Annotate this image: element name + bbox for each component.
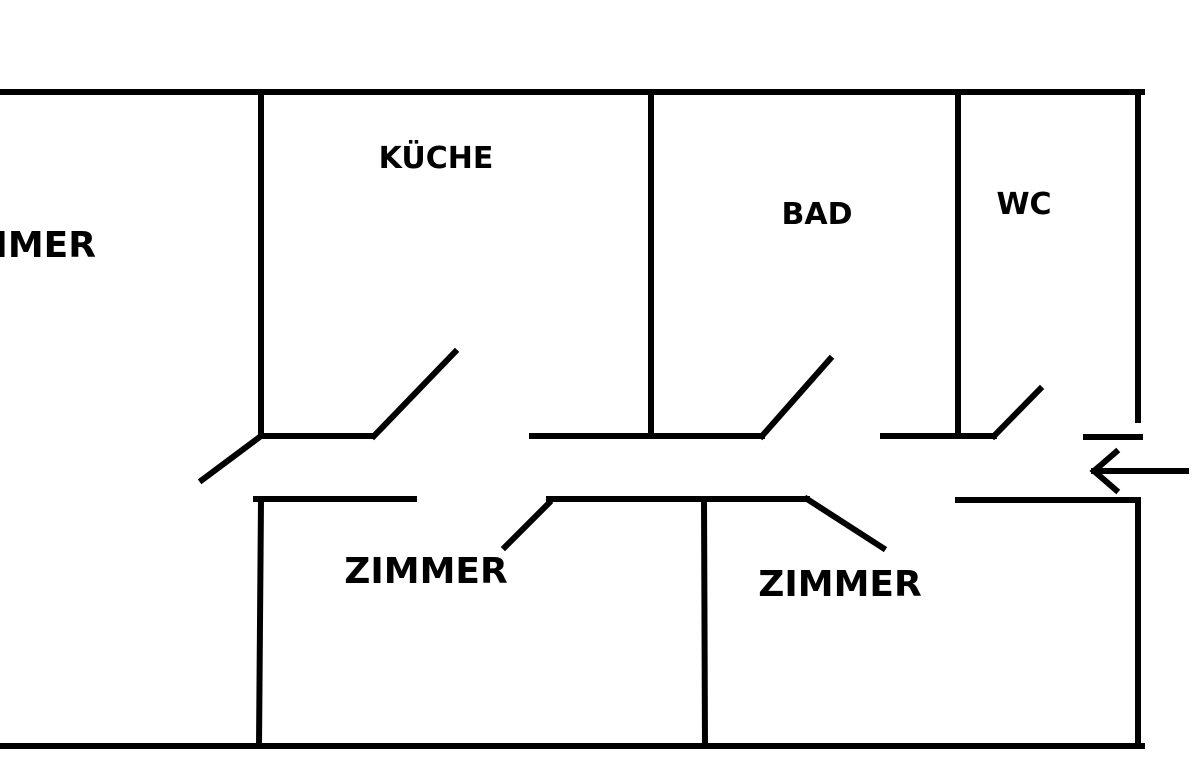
room-label-left: IMMER [0,225,96,266]
door-kitchen [369,347,460,441]
doors [197,347,1045,553]
room-label-lower-left: ZIMMER [344,551,507,592]
door-room-lower-right [802,494,888,553]
door-left-room [197,431,266,485]
arrow-left-icon [1089,447,1189,495]
door-wc [989,384,1045,441]
room-label-lower-right: ZIMMER [758,564,921,605]
wall-between-rooms [700,496,709,750]
room-label-wc: WC [996,187,1051,222]
wall-lower-left [255,496,265,750]
outer-walls [0,89,1145,749]
door-room-lower-left [500,498,554,552]
hallway-upper-walls [258,433,1143,440]
hallway-lower-walls [253,496,1141,503]
room-label-bath: BAD [782,197,853,232]
door-bath [757,354,835,441]
room-label-kitchen: KÜCHE [379,139,494,176]
interior-walls [255,93,961,750]
